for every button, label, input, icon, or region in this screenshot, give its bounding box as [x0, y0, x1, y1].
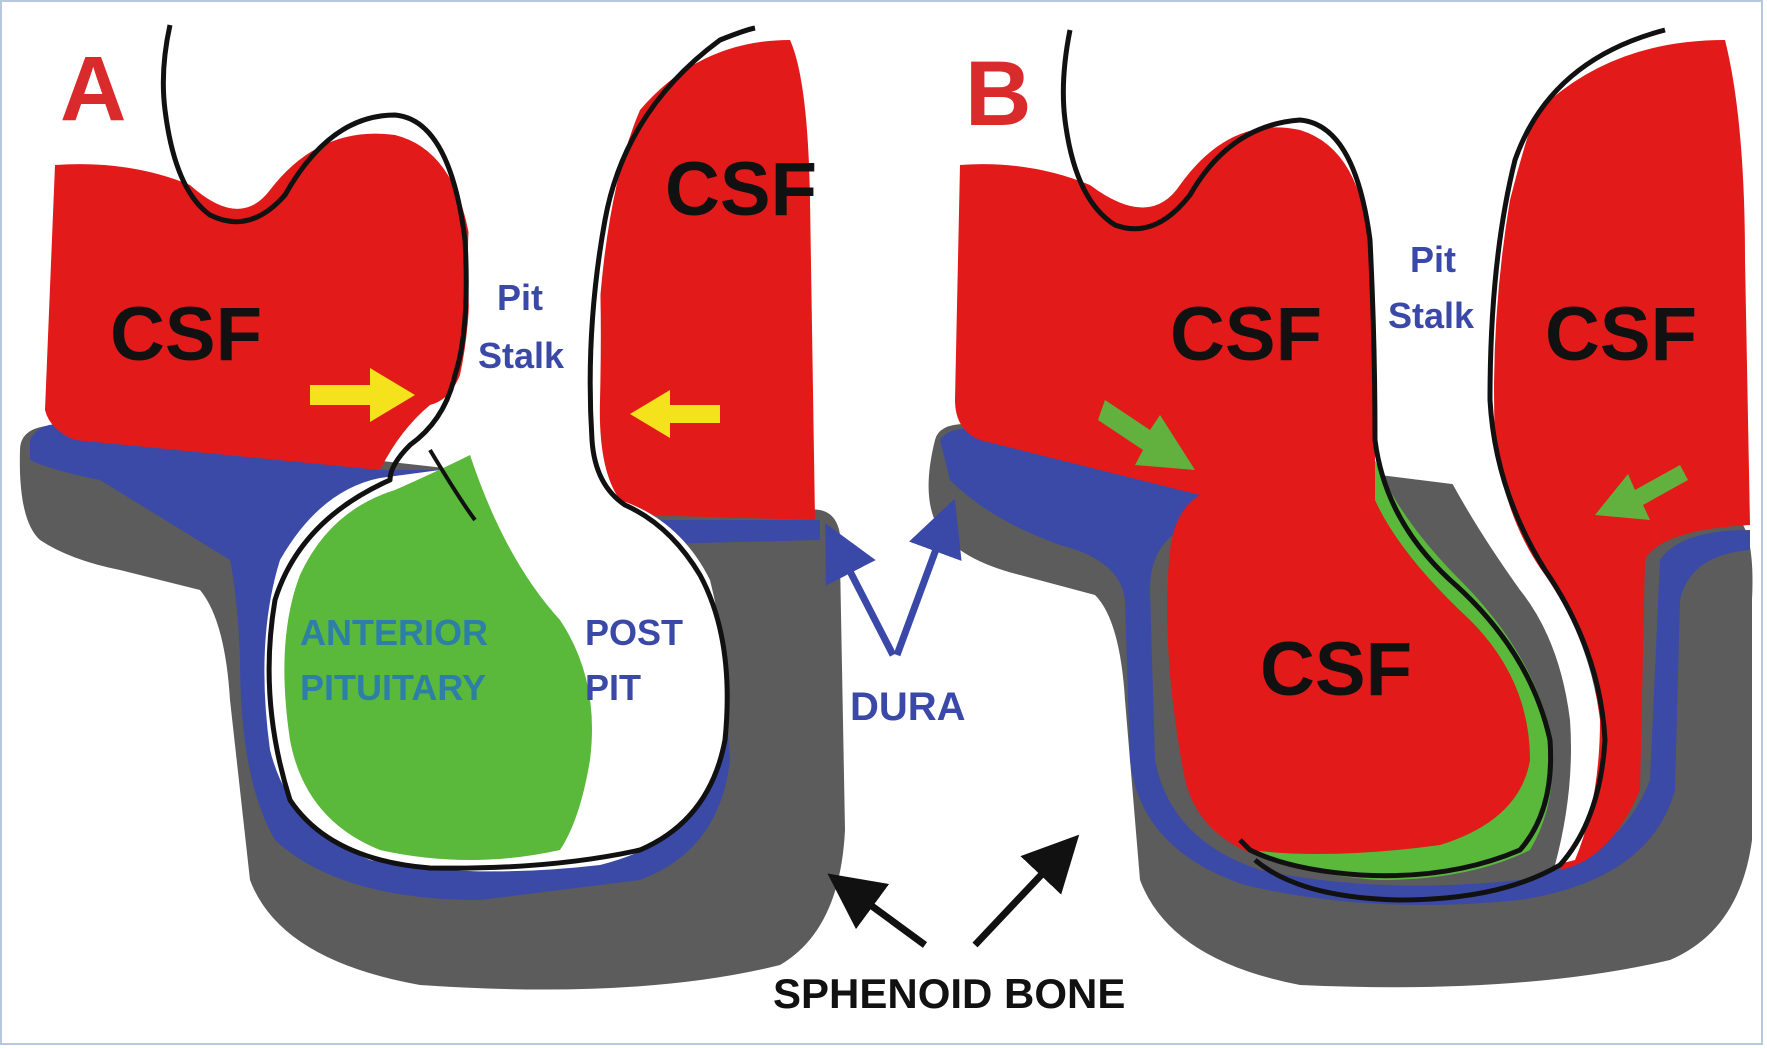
- panel-a-csf-right-label: CSF: [665, 147, 817, 232]
- panel-a-post-label-line1: POST: [585, 612, 683, 653]
- panel-a-letter: A: [60, 38, 126, 140]
- panel-a-post-label-line2: PIT: [585, 667, 641, 708]
- panel-b-letter: B: [965, 43, 1031, 145]
- dura-arrow-right: [897, 525, 945, 655]
- panel-a-stalk-label-line2: Stalk: [478, 335, 565, 376]
- sphenoid-arrow-right: [975, 855, 1060, 945]
- panel-b-csf-left-label: CSF: [1170, 292, 1322, 377]
- panel-b-csf-center-label: CSF: [1260, 627, 1412, 712]
- panel-a-anterior-label-line2: PITUITARY: [300, 667, 486, 708]
- sphenoid-arrow-left: [850, 890, 925, 945]
- panel-b-stalk-label-line2: Stalk: [1388, 295, 1475, 336]
- panel-a-anterior-label-line1: ANTERIOR: [300, 612, 488, 653]
- panel-b-stalk-label-line1: Pit: [1410, 239, 1456, 280]
- dura-label: DURA: [850, 685, 966, 729]
- panel-b: B CSF CSF CSF Pit Stalk: [929, 30, 1753, 987]
- panel-a-stalk-label-line1: Pit: [497, 277, 543, 318]
- panel-a-csf-left-label: CSF: [110, 292, 262, 377]
- panel-a-csf-right: [589, 40, 815, 520]
- panel-a: A CSF CSF Pit Stalk ANTERIOR PITUITARY P…: [20, 25, 845, 990]
- sphenoid-label: SPHENOID BONE: [773, 970, 1125, 1017]
- dura-annotation: DURA: [838, 525, 966, 729]
- dura-arrow-left: [838, 548, 893, 655]
- panel-b-csf-right-label: CSF: [1545, 292, 1697, 377]
